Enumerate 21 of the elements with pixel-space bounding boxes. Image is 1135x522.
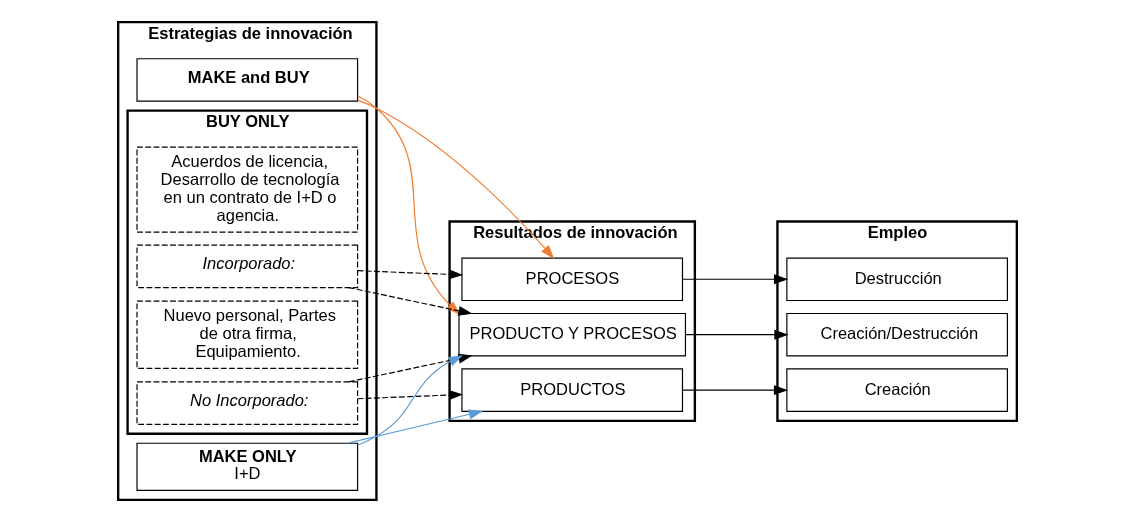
node-box: PRODUCTO Y PROCESOS	[458, 312, 687, 357]
arrow	[357, 390, 464, 400]
node-box: PRODUCTOS	[461, 368, 684, 412]
node-box: No Incorporado:	[136, 381, 359, 425]
node-box: PROCESOS	[461, 257, 684, 302]
arrow	[357, 269, 464, 280]
arrow	[347, 409, 483, 444]
arrow	[357, 355, 463, 446]
node-box: Acuerdos de licencia, Desarrollo de tecnología en un contrato de I+D o agencia.	[136, 146, 359, 233]
node-box: MAKE ONLY I+D	[136, 442, 359, 491]
arrow	[348, 353, 473, 383]
arrow	[685, 329, 789, 340]
node-box: Incorporado:	[136, 244, 359, 289]
node-box: Destrucción	[786, 257, 1008, 302]
node-box: Creación/Destrucción	[786, 312, 1008, 357]
arrow	[682, 274, 789, 285]
node-box: Creación	[786, 368, 1008, 412]
arrow	[357, 99, 555, 259]
arrow	[682, 385, 789, 396]
node-box: MAKE and BUY	[136, 58, 359, 102]
node-box: Nuevo personal, Partes de otra firma, Equipamiento.	[136, 300, 359, 369]
